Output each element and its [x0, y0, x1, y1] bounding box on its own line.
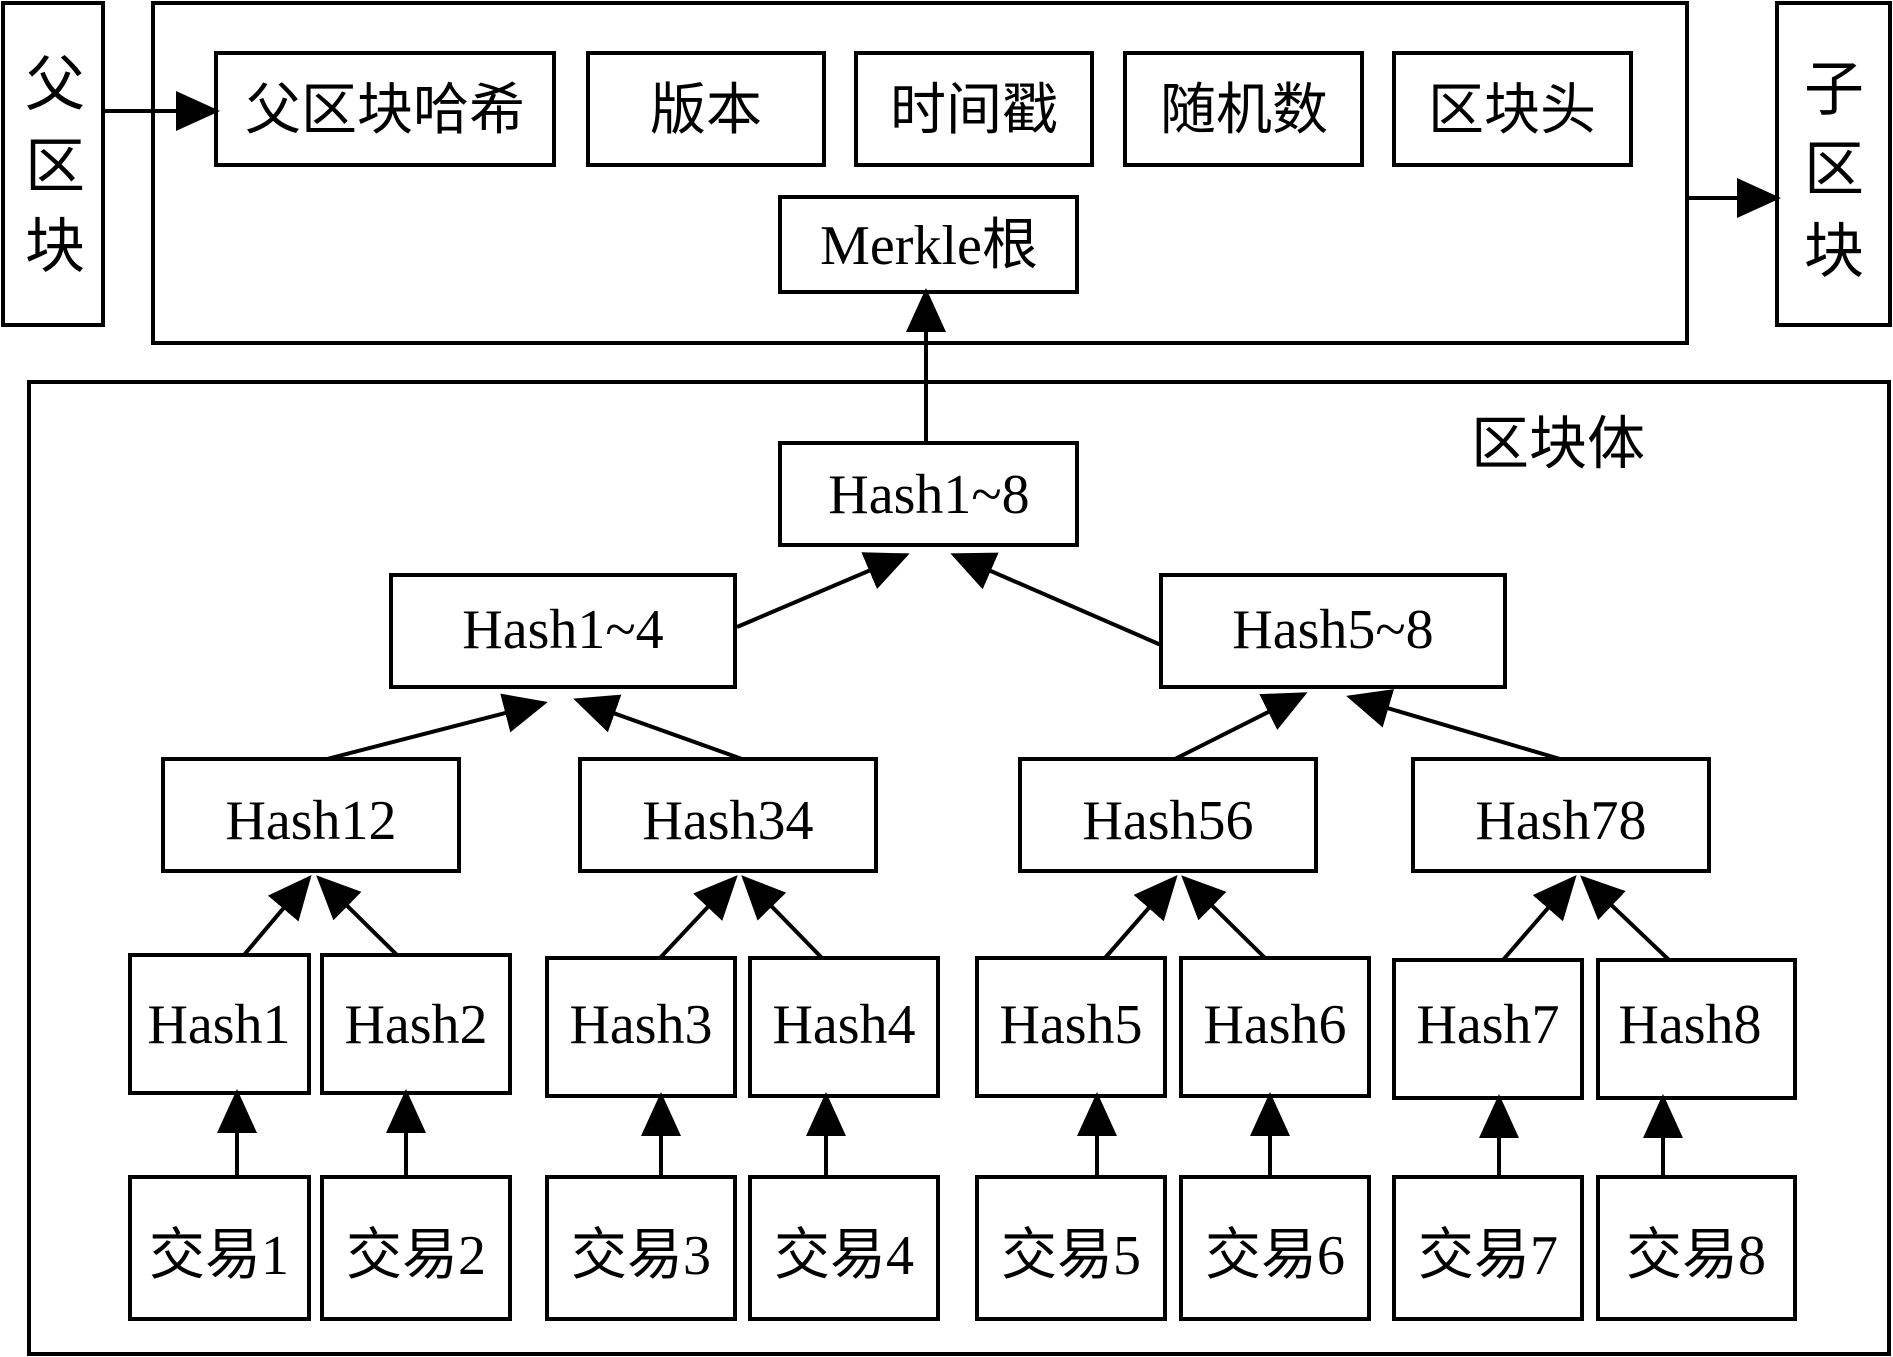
arrow-hash2-to-hash12: [316, 875, 399, 957]
header-field: 随机数: [1123, 51, 1364, 167]
arrow-hash5-8-to-root: [950, 552, 1162, 647]
header-field: 版本: [586, 51, 826, 167]
leaf-hash-node: Hash1: [128, 953, 311, 1095]
header-field-timestamp: 时间戳: [890, 80, 1058, 142]
arrow-hash7-to-hash78: [1501, 874, 1577, 962]
hash-1-4-label: Hash1~4: [462, 599, 663, 661]
leaf-hash-node: Hash4: [748, 956, 940, 1098]
arrow-hash1-4-to-root: [736, 552, 910, 629]
transaction-1-label: 交易1: [149, 1225, 289, 1287]
hash12-label: Hash12: [225, 790, 396, 852]
hash34-label: Hash34: [642, 790, 813, 852]
merkle-root-box: Merkle根: [778, 195, 1079, 294]
transaction-8-label: 交易8: [1626, 1225, 1766, 1287]
arrow-hash12-to-hash1-4: [326, 693, 548, 761]
leaf-hash-node: Hash5: [975, 956, 1167, 1098]
child-block: 子 区 块: [1775, 1, 1892, 327]
leaf-hash-node: Hash8: [1596, 958, 1797, 1100]
root-hash-label: Hash1~8: [828, 464, 1029, 526]
transaction-node: 交易1: [128, 1175, 311, 1321]
block-body-frame: [27, 380, 1891, 1356]
transaction-node: 交易5: [975, 1175, 1167, 1321]
hash7-label: Hash7: [1416, 994, 1559, 1056]
hash2-label: Hash2: [344, 994, 487, 1056]
transaction-node: 交易4: [748, 1175, 940, 1321]
transaction-5-label: 交易5: [1001, 1225, 1141, 1287]
hash56-label: Hash56: [1082, 790, 1253, 852]
transaction-node: 交易6: [1179, 1175, 1371, 1321]
hash5-label: Hash5: [999, 994, 1142, 1056]
header-field: 时间戳: [854, 51, 1094, 167]
level3-hash-node: Hash56: [1018, 757, 1318, 873]
leaf-hash-node: Hash3: [545, 956, 737, 1098]
hash8-label: Hash8: [1618, 994, 1761, 1056]
level3-hash-node: Hash12: [161, 757, 461, 873]
header-field-block-header: 区块头: [1428, 80, 1596, 142]
header-field: 父区块哈希: [214, 51, 556, 167]
hash-5-8-label: Hash5~8: [1232, 599, 1433, 661]
transaction-3-label: 交易3: [571, 1225, 711, 1287]
header-field-nonce: 随机数: [1160, 80, 1328, 142]
block-header-frame: [151, 1, 1689, 345]
root-hash-node: Hash1~8: [778, 441, 1079, 547]
child-block-char: 区: [1804, 137, 1864, 203]
transaction-node: 交易8: [1596, 1175, 1797, 1321]
transaction-6-label: 交易6: [1205, 1225, 1345, 1287]
arrow-hash3-to-hash34: [658, 875, 738, 960]
arrow-hash1-to-hash12: [242, 874, 312, 957]
arrow-hash6-to-hash56: [1181, 875, 1267, 960]
parent-block: 父 区 块: [1, 1, 105, 327]
hash1-label: Hash1: [147, 994, 290, 1056]
hash78-label: Hash78: [1475, 790, 1646, 852]
leaf-hash-node: Hash2: [320, 953, 512, 1095]
transaction-7-label: 交易7: [1418, 1225, 1558, 1287]
child-block-char: 子: [1804, 57, 1864, 123]
header-field-parent-hash: 父区块哈希: [245, 80, 525, 142]
header-field-version: 版本: [650, 80, 762, 142]
header-field: 区块头: [1392, 51, 1633, 167]
child-block-char: 块: [1804, 219, 1864, 285]
arrow-hash78-to-hash5-8: [1346, 689, 1561, 761]
block-body-title: 区块体: [1471, 412, 1645, 477]
arrow-hash5-to-hash56: [1103, 874, 1178, 960]
merkle-root-label: Merkle根: [820, 215, 1038, 277]
transaction-node: 交易3: [545, 1175, 737, 1321]
transaction-node: 交易7: [1392, 1175, 1584, 1321]
transaction-node: 交易2: [320, 1175, 512, 1321]
arrow-hash8-to-hash78: [1580, 875, 1671, 962]
hash3-label: Hash3: [569, 994, 712, 1056]
parent-block-char: 区: [25, 134, 85, 200]
hash4-label: Hash4: [772, 994, 915, 1056]
arrow-hash56-to-hash5-8: [1174, 692, 1308, 761]
level2-hash-node: Hash5~8: [1159, 573, 1507, 689]
leaf-hash-node: Hash7: [1392, 958, 1584, 1100]
level3-hash-node: Hash78: [1411, 757, 1711, 873]
transaction-4-label: 交易4: [774, 1225, 914, 1287]
arrow-hash34-to-hash1-4: [573, 694, 743, 761]
parent-block-char: 块: [25, 214, 85, 280]
hash6-label: Hash6: [1203, 994, 1346, 1056]
level2-hash-node: Hash1~4: [389, 573, 737, 689]
transaction-2-label: 交易2: [346, 1225, 486, 1287]
level3-hash-node: Hash34: [578, 757, 878, 873]
leaf-hash-node: Hash6: [1179, 956, 1371, 1098]
arrow-hash4-to-hash34: [741, 875, 824, 960]
parent-block-char: 父: [25, 52, 85, 118]
